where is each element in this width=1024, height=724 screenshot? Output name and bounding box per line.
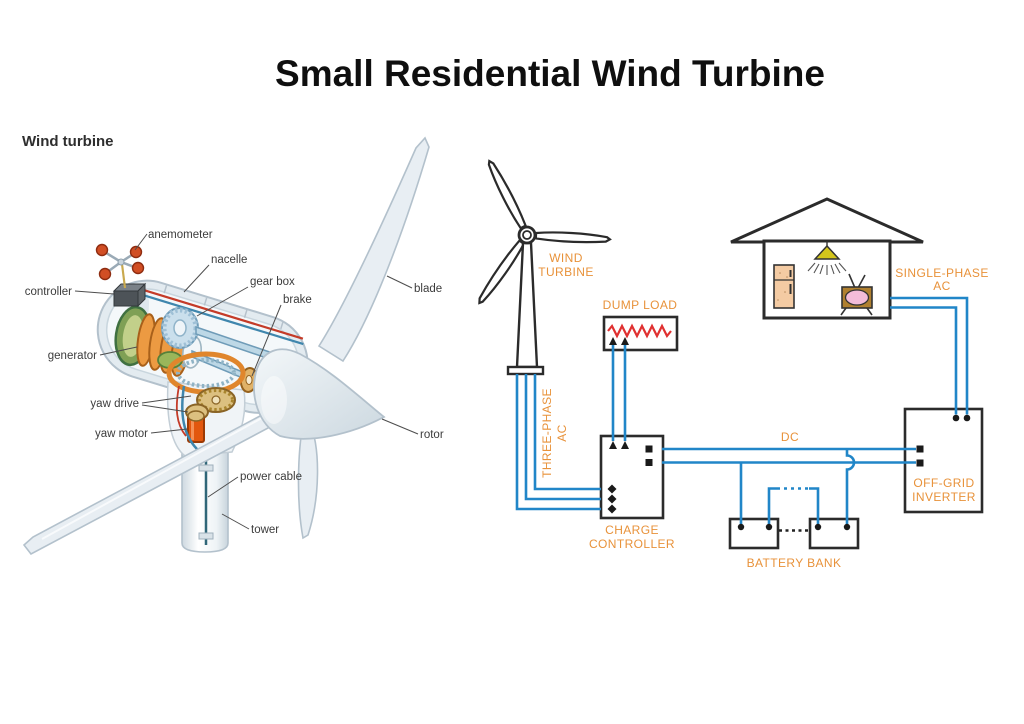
label-yaw-motor: yaw motor: [95, 428, 148, 440]
label-wind-turbine-1: WIND: [549, 251, 583, 265]
controller-top-terminal-1: [609, 441, 617, 449]
controller-ac-terminal-2: [607, 494, 617, 504]
battery-bridge-right: [809, 487, 820, 527]
label-charge-controller-2: CONTROLLER: [589, 537, 675, 551]
controller-graphic: [112, 282, 147, 308]
wiring: [515, 296, 969, 527]
label-gear-box: gear box: [250, 276, 295, 288]
battery-2-terminal-neg: [814, 523, 822, 531]
label-single-phase-1: SINGLE-PHASE: [895, 266, 989, 280]
terminals: [607, 337, 971, 531]
three-phase-wire-1: [515, 374, 601, 511]
charge-controller-box: [599, 434, 665, 520]
battery-1-terminal-pos: [765, 523, 773, 531]
label-single-phase-2: AC: [933, 279, 950, 293]
label-power-cable: power cable: [240, 471, 302, 483]
battery-bridge-left: [767, 487, 777, 527]
label-generator: generator: [48, 350, 97, 362]
lamp-icon: [807, 241, 847, 275]
label-battery-bank: BATTERY BANK: [747, 556, 842, 570]
house-icon: [730, 197, 924, 320]
ac-wire-1: [890, 296, 969, 415]
inverter-dc-terminal-1: [916, 445, 924, 453]
three-phase-wire-3: [533, 374, 601, 491]
label-dc: DC: [781, 430, 799, 444]
dump-load-resistor: [607, 323, 672, 339]
label-wind-turbine-2: TURBINE: [538, 265, 593, 279]
illustration-heading: Wind turbine: [22, 133, 114, 150]
label-off-grid-1: OFF-GRID: [913, 476, 974, 490]
label-brake: brake: [283, 294, 312, 306]
blade-rear-graphic: [297, 420, 319, 540]
rotor-graphic: [253, 348, 386, 440]
fridge-icon: [773, 264, 795, 309]
wind-turbine-cutaway-illustration: Wind turbine: [22, 133, 444, 556]
dump-terminal-1: [609, 337, 617, 345]
battery-1-box: [728, 517, 780, 550]
label-three-phase-ac: AC: [555, 424, 569, 441]
battery-2-box: [808, 517, 860, 550]
wind-turbine-icon: [478, 159, 612, 376]
label-rotor: rotor: [420, 429, 444, 441]
system-schematic: WIND TURBINE DUMP LOAD THREE-PHASE AC CH…: [478, 159, 988, 570]
controller-ac-terminal-1: [607, 484, 617, 494]
battery-wire-right-with-hop: [845, 449, 856, 527]
blade-upper-graphic: [317, 136, 430, 363]
label-blade: blade: [414, 283, 442, 295]
inverter-dc-terminal-2: [916, 459, 924, 467]
label-three-phase: THREE-PHASE: [540, 388, 554, 478]
schematic-labels: WIND TURBINE DUMP LOAD THREE-PHASE AC CH…: [538, 251, 988, 570]
inverter-ac-terminal-1: [952, 414, 960, 422]
label-yaw-drive: yaw drive: [90, 398, 139, 410]
label-charge-controller-1: CHARGE: [605, 523, 659, 537]
label-tower: tower: [251, 524, 279, 536]
controller-top-terminal-2: [621, 441, 629, 449]
label-controller: controller: [25, 286, 72, 298]
label-nacelle: nacelle: [211, 254, 247, 266]
ac-wire-2: [890, 306, 958, 415]
battery-2-terminal-pos: [843, 523, 851, 531]
controller-dc-terminal-1: [645, 445, 653, 453]
page-title: Small Residential Wind Turbine: [275, 53, 825, 94]
controller-dc-terminal-2: [645, 459, 653, 466]
three-phase-wire-2: [524, 374, 601, 501]
dump-terminal-2: [621, 337, 629, 345]
inverter-ac-terminal-2: [963, 414, 971, 422]
yaw-motor-graphic: [187, 410, 205, 443]
label-anemometer: anemometer: [148, 229, 213, 241]
part-labels: anemometer nacelle gear box brake contro…: [25, 229, 444, 536]
tv-icon: [840, 273, 873, 316]
anemometer-graphic: [95, 243, 145, 289]
battery-1-terminal-neg: [737, 523, 745, 531]
label-dump-load: DUMP LOAD: [603, 298, 678, 312]
callout-leaders: [74, 233, 419, 530]
controller-ac-terminal-3: [607, 504, 617, 514]
label-off-grid-2: INVERTER: [912, 490, 976, 504]
power-cable-graphic: [175, 385, 214, 545]
